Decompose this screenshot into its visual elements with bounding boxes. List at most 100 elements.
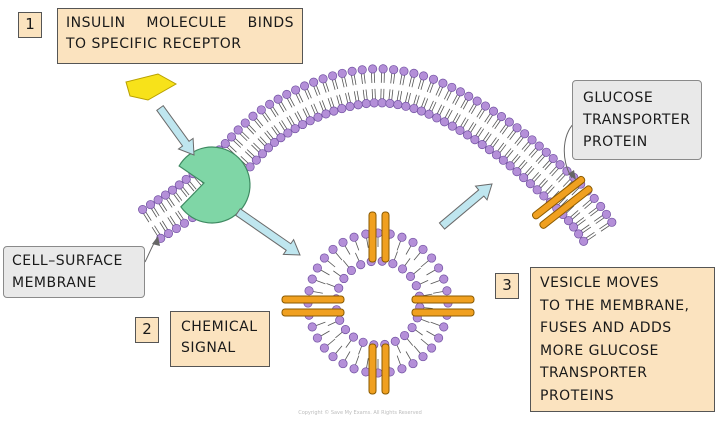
phospholipid-head [377, 98, 387, 108]
phospholipid-head [408, 237, 418, 247]
phospholipid-tail [426, 269, 436, 276]
phospholipid-head [432, 113, 442, 123]
phospholipid-head [470, 135, 480, 145]
phospholipid-tail [326, 283, 336, 288]
phospholipid-tail [420, 338, 429, 346]
phospholipid-tail [366, 358, 369, 369]
phospholipid-tail [413, 345, 421, 354]
vesicle-transporter-left-bar [281, 308, 345, 317]
phospholipid-head [265, 99, 275, 109]
phospholipid-tail [430, 280, 441, 285]
phospholipid-head [555, 160, 565, 170]
arrows [144, 104, 579, 263]
phospholipid-tail [366, 237, 369, 248]
phospholipid-head [491, 150, 502, 160]
phospholipid-head [539, 191, 549, 201]
phospholipid-tail [312, 291, 323, 294]
phospholipid-head [345, 101, 355, 112]
phospholipid-head [349, 232, 359, 242]
phospholipid-head [601, 209, 611, 219]
phospholipid-tail [406, 338, 414, 346]
cell-surface-membrane-label: CELL–SURFACE MEMBRANE [3, 246, 145, 298]
phospholipid-head [512, 123, 522, 133]
phospholipid-head [283, 128, 293, 138]
step-2-box: CHEMICAL SIGNAL [170, 311, 270, 367]
phospholipid-head [439, 274, 449, 284]
membrane-glucose-transporter [531, 175, 593, 229]
phospholipid-head [411, 281, 421, 291]
vesicle-transporter-right-bar [411, 308, 475, 317]
step-1-line-2: TO SPECIFIC RECEPTOR [66, 36, 242, 52]
phospholipid-head [334, 283, 344, 293]
phospholipid-head [397, 364, 407, 374]
phospholipid-head [419, 71, 429, 81]
phospholipid-head [276, 133, 286, 143]
membrane-label-line-1: CELL–SURFACE [12, 253, 123, 269]
phospholipid-head [181, 174, 191, 184]
phospholipid-tail [335, 331, 343, 339]
phospholipid-head [153, 195, 163, 205]
phospholipid-head [428, 74, 439, 84]
phospholipid-head [307, 274, 317, 284]
phospholipid-head [455, 87, 465, 97]
arrow-vesicle-to-membrane [438, 183, 493, 230]
step-3-line-3: FUSES AND ADDS [540, 320, 672, 336]
phospholipid-head [532, 185, 542, 195]
step-3-line-2: TO THE MEMBRANE, [540, 297, 690, 314]
phospholipid-head [427, 253, 437, 263]
arrow-insulin-to-receptor [156, 104, 195, 156]
phospholipid-head [569, 222, 579, 232]
phospholipid-head [484, 145, 494, 155]
phospholipid-head [348, 332, 359, 342]
phospholipid-tail [426, 330, 436, 337]
phospholipid-head [138, 204, 148, 215]
phospholipid-tail [419, 280, 429, 285]
phospholipid-head [312, 333, 322, 343]
vesicle-transporter-top-bar [381, 211, 390, 263]
phospholipid-head [369, 98, 379, 108]
phospholipid-head [305, 116, 315, 126]
phospholipid-tail [355, 355, 360, 366]
phospholipid-head [335, 315, 345, 325]
phospholipid-head [480, 101, 490, 111]
phospholipid-head [240, 118, 250, 128]
glucose-transporter-line-1: GLUCOSE [583, 90, 654, 106]
phospholipid-head [329, 106, 339, 116]
phospholipid-tail [315, 280, 326, 285]
phospholipid-head [418, 352, 428, 362]
phospholipid-head [439, 117, 450, 127]
cell-surface-membrane [138, 64, 617, 246]
phospholipid-head [309, 77, 319, 87]
phospholipid-head [488, 106, 499, 116]
phospholipid-head [427, 343, 437, 353]
phospholipid-head [548, 153, 558, 164]
phospholipid-head [337, 104, 347, 114]
glucose-transporter-line-3: PROTEIN [583, 134, 648, 150]
phospholipid-head [160, 190, 171, 200]
phospholipid-head [368, 64, 378, 74]
phospholipid-tail [415, 329, 423, 336]
phospholipid-head [346, 265, 356, 276]
phospholipid-head [498, 155, 508, 165]
glucose-transporter-line-2: TRANSPORTER [583, 112, 691, 128]
phospholipid-head [418, 244, 428, 254]
phospholipid-head [338, 237, 348, 247]
phospholipid-head [349, 364, 359, 374]
phospholipid-head [319, 343, 329, 353]
phospholipid-head [390, 336, 400, 346]
step-2-number: 2 [135, 317, 159, 343]
phospholipid-head [290, 124, 300, 134]
phospholipid-head [455, 125, 465, 135]
phospholipid-head [607, 217, 617, 227]
phospholipid-head [434, 333, 444, 343]
phospholipid-head [596, 201, 606, 212]
phospholipid-tail [423, 307, 433, 309]
membrane-label-line-2: MEMBRANE [12, 275, 97, 291]
phospholipid-head [145, 200, 156, 210]
phospholipid-head [328, 71, 338, 81]
step-1-box: INSULIN MOLECULE BINDS TO SPECIFIC RECEP… [57, 8, 303, 64]
phospholipid-head [339, 273, 349, 284]
membrane-pointer-head [152, 236, 160, 246]
phospholipid-tail [344, 245, 351, 255]
